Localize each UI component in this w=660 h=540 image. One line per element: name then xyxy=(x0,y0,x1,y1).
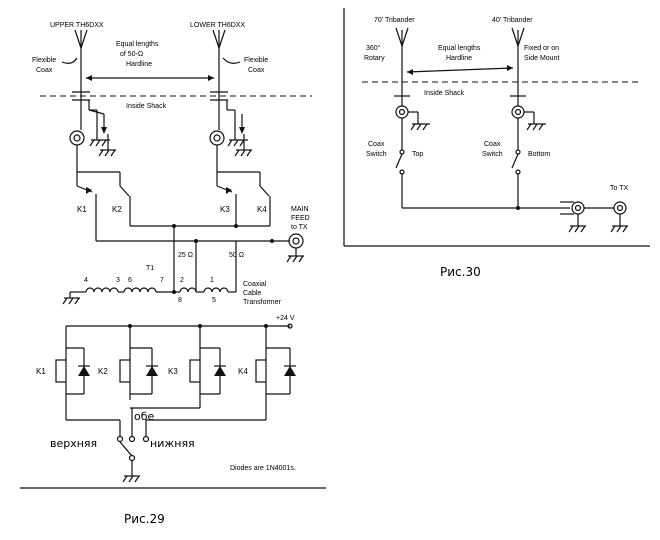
equal-lengths-line1: Equal lengths xyxy=(116,41,159,48)
equal-lengths-arrow xyxy=(86,75,214,81)
side-mount-line1: Fixed or on xyxy=(524,45,559,52)
winding-number-1: 1 xyxy=(210,277,214,284)
winding-number-7: 7 xyxy=(160,277,164,284)
ground-icon xyxy=(234,134,252,157)
relay-contact-k1 xyxy=(76,172,93,194)
bulkhead-right xyxy=(210,91,248,147)
relay-contact-k4 xyxy=(259,172,271,226)
lower-antenna-label: LOWER TH6DXX xyxy=(190,22,245,29)
winding-number-4: 4 xyxy=(84,277,88,284)
relay-coil-k2 xyxy=(119,326,158,395)
ground-icon xyxy=(62,292,80,305)
equal-lengths-line2: of 50-Ω xyxy=(120,51,143,58)
relay-contact-k3 xyxy=(216,172,233,194)
relay-contact-k2 xyxy=(119,172,131,226)
flex-arrow-right xyxy=(222,57,241,64)
switch-label-upper: верхняя xyxy=(50,437,97,450)
transformer-desc-line1: Coaxial xyxy=(243,281,267,288)
coil-label-k3: K3 xyxy=(168,367,178,376)
to-tx-label: To TX xyxy=(610,185,628,192)
junction-dot xyxy=(234,224,238,228)
winding-number-6: 6 xyxy=(128,277,132,284)
relay-coil-k1 xyxy=(55,326,90,420)
coil-label-k4: K4 xyxy=(238,367,248,376)
flexible-coax-left-line2: Coax xyxy=(36,67,53,74)
inside-shack-label: Inside Shack xyxy=(126,103,167,110)
winding-number-3: 3 xyxy=(116,277,120,284)
tribander-70-antenna-icon xyxy=(395,27,409,96)
side-mount-line2: Side Mount xyxy=(524,55,559,62)
relay-coil-k4 xyxy=(255,326,296,420)
bottom-label: Bottom xyxy=(528,151,550,158)
switch-label-both: обе xyxy=(134,410,155,423)
winding-number-8: 8 xyxy=(178,297,182,304)
bulkhead-40 xyxy=(510,95,546,150)
lower-antenna-icon xyxy=(212,29,226,92)
junction-dot xyxy=(270,239,274,243)
rotary-line1: 360° xyxy=(366,44,381,52)
relay-label-k1: K1 xyxy=(77,205,87,214)
tee-connector xyxy=(560,201,614,233)
main-feed-connector xyxy=(286,233,304,263)
tribander-70-label: 70' Tribander xyxy=(374,17,415,24)
caption-fig30: Рис.30 xyxy=(440,265,481,279)
relay-label-k2: K2 xyxy=(112,205,122,214)
equal-lengths-30-arrow xyxy=(406,65,514,75)
relay-label-k4: K4 xyxy=(257,205,267,214)
transformer-desc-line3: Transformer xyxy=(243,299,282,306)
flex-arrow-left xyxy=(61,57,78,64)
caption-fig29: Рис.29 xyxy=(124,512,165,526)
selector-switch xyxy=(116,435,150,483)
coax-switch-left-line1: Coax xyxy=(368,141,385,148)
equal-lengths-line3: Hardline xyxy=(126,61,152,68)
equal-lengths-30-line1: Equal lengths xyxy=(438,45,481,52)
coax-switch-left-line2: Switch xyxy=(366,151,387,158)
upper-antenna-icon xyxy=(74,29,88,92)
top-label: Top xyxy=(412,151,423,158)
coax-switch-bottom xyxy=(511,149,521,208)
relay-label-k3: K3 xyxy=(220,205,230,214)
inside-shack-30-label: Inside Shack xyxy=(424,90,465,97)
equal-lengths-30-line2: Hardline xyxy=(446,55,472,62)
main-feed-line2: FEED xyxy=(291,215,310,222)
flexible-coax-right-line2: Coax xyxy=(248,67,265,74)
winding-number-2: 2 xyxy=(180,277,184,284)
bulkhead-70 xyxy=(394,95,430,150)
coax-connector-left xyxy=(69,130,85,146)
transformer-label-t1: T1 xyxy=(146,265,154,272)
flexible-coax-right-line1: Flexible xyxy=(244,57,268,64)
tribander-40-label: 40' Tribander xyxy=(492,17,533,24)
main-feed-line3: to TX xyxy=(291,224,308,231)
main-feed-line1: MAIN xyxy=(291,206,309,213)
junction-dot xyxy=(172,290,176,294)
ground-icon xyxy=(98,134,116,157)
upper-antenna-label: UPPER TH6DXX xyxy=(50,22,104,29)
coax-switch-right-line1: Coax xyxy=(484,141,501,148)
rotary-line2: Rotary xyxy=(364,55,385,62)
transformer-windings xyxy=(70,241,237,293)
figure-30: 70' Tribander 40' Tribander 360° Rotary … xyxy=(343,8,650,279)
diodes-note: Diodes are 1N4001s. xyxy=(230,465,296,472)
coax-switch-top xyxy=(395,149,405,208)
coil-label-k1: K1 xyxy=(36,367,46,376)
coil-label-k2: K2 xyxy=(98,367,108,376)
flexible-coax-left-line1: Flexible xyxy=(32,57,56,64)
winding-number-5: 5 xyxy=(212,297,216,304)
supply-terminal xyxy=(287,323,293,329)
bulkhead-left xyxy=(72,91,110,147)
coax-connector-right xyxy=(209,130,225,146)
tribander-40-antenna-icon xyxy=(511,27,525,96)
tx-connector xyxy=(610,201,628,233)
supply-label: +24 V xyxy=(276,315,295,322)
relay-coil-k3 xyxy=(189,326,226,395)
figure-29: UPPER TH6DXX LOWER TH6DXX Flexible Coax … xyxy=(20,22,326,526)
switch-label-lower: нижняя xyxy=(150,437,195,450)
tap-25-ohm: 25 Ω xyxy=(178,252,193,259)
transformer-desc-line2: Cable xyxy=(243,290,261,297)
coax-switch-right-line2: Switch xyxy=(482,151,503,158)
